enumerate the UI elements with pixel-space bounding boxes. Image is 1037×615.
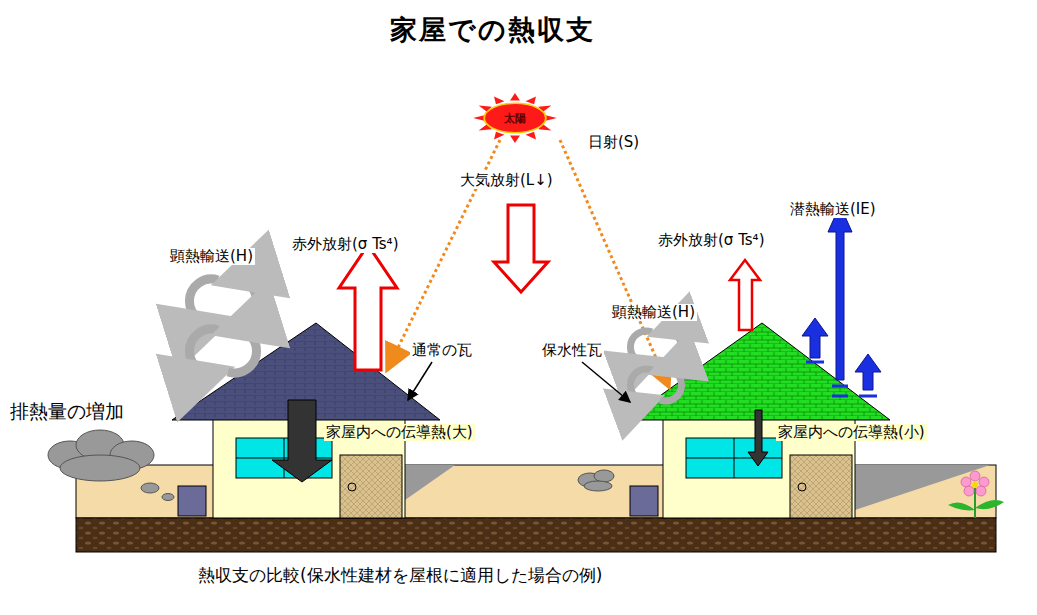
sun: 太陽 [478, 96, 552, 140]
flux-label: 大気放射(L↓) [458, 172, 555, 189]
caption: 熱収支の比較(保水性建材を屋根に適用した場合の例) [196, 566, 604, 586]
flux-label: 顕熱輸送(H) [168, 248, 255, 265]
sun-label: 太陽 [478, 111, 552, 126]
conduction-label: 家屋内への伝導熱(小) [776, 424, 927, 441]
flux-label: 潜熱輸送(IE) [788, 201, 878, 218]
flux-label: 顕熱輸送(H) [610, 304, 697, 321]
flux-label: 赤外放射(σ Ts⁴) [290, 236, 401, 253]
material-label: 通常の瓦 [410, 342, 474, 359]
flux-label: 日射(S) [586, 134, 641, 151]
note-label: 排熱量の増加 [8, 401, 126, 423]
material-label: 保水性瓦 [540, 342, 604, 359]
conduction-label: 家屋内への伝導熱(大) [324, 424, 475, 441]
flux-label: 赤外放射(σ Ts⁴) [656, 232, 767, 249]
title: 家屋での熱収支 [388, 14, 597, 45]
